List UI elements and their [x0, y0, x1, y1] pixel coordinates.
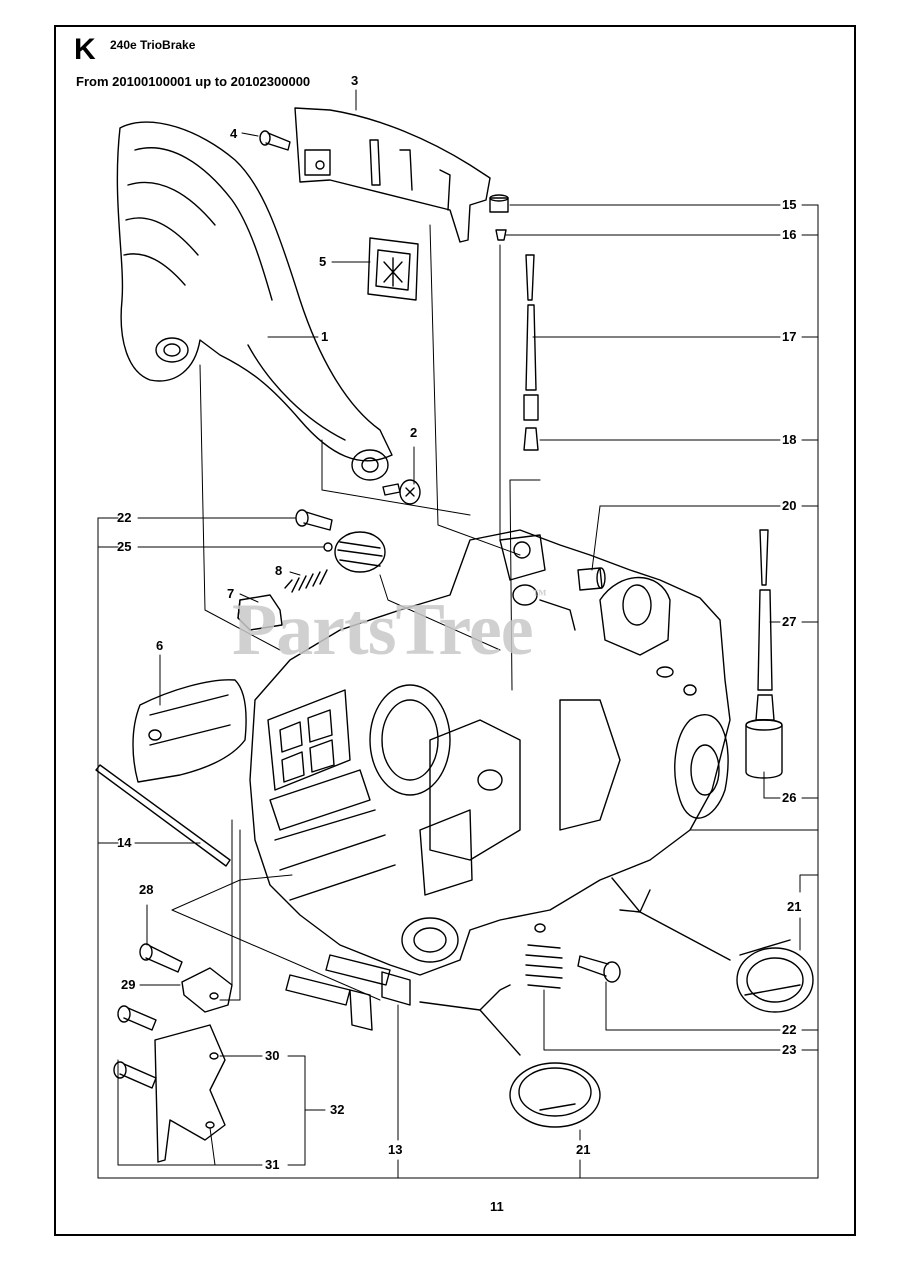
model-title: 240e TrioBrake [110, 38, 196, 52]
callout-6[interactable]: 6 [156, 638, 164, 653]
callout-31[interactable]: 31 [265, 1157, 280, 1172]
part-bolt-13[interactable] [285, 954, 411, 1031]
part-cover[interactable] [294, 107, 491, 243]
callout-27[interactable]: 27 [782, 614, 797, 629]
part-bushing-20[interactable] [577, 567, 606, 591]
part-plate-6[interactable] [132, 679, 247, 783]
callout-23[interactable]: 23 [782, 1042, 797, 1057]
part-crankcase[interactable] [249, 529, 731, 976]
callout-1[interactable]: 1 [321, 329, 329, 344]
part-cap-21-lower[interactable] [419, 984, 601, 1128]
callout-13[interactable]: 13 [388, 1142, 403, 1157]
part-filter-26[interactable] [745, 719, 783, 779]
callout-30[interactable]: 30 [265, 1048, 280, 1063]
callout-16[interactable]: 16 [782, 227, 797, 242]
callout-17[interactable]: 17 [782, 329, 797, 344]
diagram-frame [54, 25, 856, 1236]
callout-21-right[interactable]: 21 [787, 899, 802, 914]
callout-21-lower[interactable]: 21 [576, 1142, 591, 1157]
callout-22-lower[interactable]: 22 [782, 1022, 797, 1037]
part-spring-25[interactable] [323, 531, 386, 573]
serial-range: From 20100100001 up to 20102300000 [76, 74, 311, 89]
callout-26[interactable]: 26 [782, 790, 797, 805]
part-needle-17[interactable] [523, 254, 539, 421]
callout-2[interactable]: 2 [410, 425, 418, 440]
part-chain-brake-handle[interactable] [116, 121, 393, 481]
callout-25[interactable]: 25 [117, 539, 132, 554]
part-block-29[interactable] [181, 967, 233, 1013]
part-cap-21-right[interactable] [611, 877, 814, 1013]
callout-5[interactable]: 5 [319, 254, 327, 269]
part-rod-14[interactable] [95, 764, 231, 867]
callout-15[interactable]: 15 [782, 197, 797, 212]
part-screw-4[interactable] [259, 130, 291, 151]
callout-4[interactable]: 4 [230, 126, 238, 141]
callout-14[interactable]: 14 [117, 835, 132, 850]
callout-18[interactable]: 18 [782, 432, 797, 447]
part-plate-5[interactable] [367, 237, 419, 301]
part-screw-30[interactable] [117, 1005, 157, 1031]
section-letter: K [74, 33, 96, 66]
part-screw-22-upper[interactable] [295, 509, 333, 531]
part-screw-28[interactable] [139, 943, 183, 973]
part-block-7[interactable] [237, 594, 283, 631]
part-cap-15[interactable] [489, 194, 509, 213]
part-fitting-18[interactable] [523, 427, 539, 451]
part-bracket-32[interactable] [154, 1024, 226, 1163]
part-screw-2[interactable] [382, 479, 421, 505]
callout-29[interactable]: 29 [121, 977, 136, 992]
leader-lines [97, 89, 819, 1179]
watermark: PartsTree™ [232, 588, 547, 671]
callout-22-upper[interactable]: 22 [117, 510, 132, 525]
callout-32[interactable]: 32 [330, 1102, 345, 1117]
callout-11[interactable]: 11 [490, 1199, 504, 1214]
part-spring-23[interactable] [525, 923, 563, 989]
callout-20[interactable]: 20 [782, 498, 797, 513]
part-valve-16[interactable] [495, 229, 507, 241]
part-screw-22-lower[interactable] [577, 955, 621, 983]
part-spring-8[interactable] [284, 569, 328, 593]
part-screw-31[interactable] [113, 1061, 157, 1089]
callout-28[interactable]: 28 [139, 882, 154, 897]
callout-3[interactable]: 3 [351, 73, 359, 88]
callout-7[interactable]: 7 [227, 586, 235, 601]
callout-8[interactable]: 8 [275, 563, 283, 578]
part-pickup-27[interactable] [755, 529, 775, 721]
